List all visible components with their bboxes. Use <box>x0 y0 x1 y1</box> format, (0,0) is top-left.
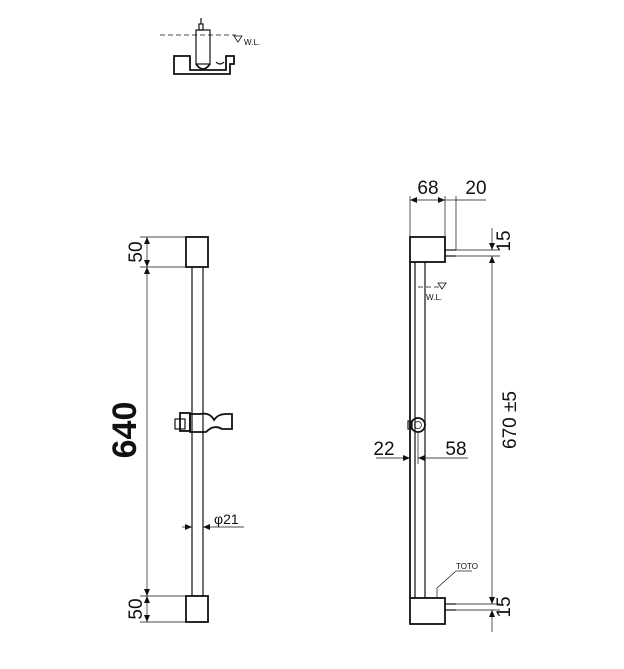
side-slider-ring <box>410 417 426 433</box>
front-slider-body <box>189 412 233 433</box>
side-dim-depth: 68 <box>417 178 438 199</box>
side-bottom-bracket <box>409 597 446 625</box>
water-level-marker <box>233 35 243 43</box>
front-top-bracket <box>185 236 209 268</box>
front-dim-bottom-cap: 50 <box>126 598 147 619</box>
side-brand-label: TOTO <box>456 562 478 571</box>
front-view: 50 640 50 φ21 <box>106 236 244 623</box>
side-dim-wall: 20 <box>465 178 486 199</box>
side-dim-right: 58 <box>445 439 466 460</box>
side-top-bracket <box>409 236 446 263</box>
side-water-level-label: W.L. <box>426 293 442 302</box>
top-rail-pipe <box>195 29 211 65</box>
top-view: W.L. <box>160 18 260 75</box>
top-hook-curve <box>195 63 211 70</box>
top-water-level-label: W.L. <box>244 38 260 47</box>
top-holder-body <box>173 55 235 75</box>
front-dim-top-cap: 50 <box>126 241 147 262</box>
front-dim-rail-length: 640 <box>106 402 144 459</box>
side-view: W.L. TOTO 68 20 15 670 ±5 15 <box>373 178 521 632</box>
side-dim-left: 22 <box>373 439 394 460</box>
front-bottom-bracket <box>185 595 209 623</box>
front-dim-diameter: φ21 <box>214 511 239 527</box>
top-nozzle-tip <box>198 23 204 31</box>
side-dim-total-length: 670 ±5 <box>500 391 521 449</box>
side-dim-top-offset: 15 <box>494 230 515 251</box>
side-dim-bottom-offset: 15 <box>494 596 515 617</box>
